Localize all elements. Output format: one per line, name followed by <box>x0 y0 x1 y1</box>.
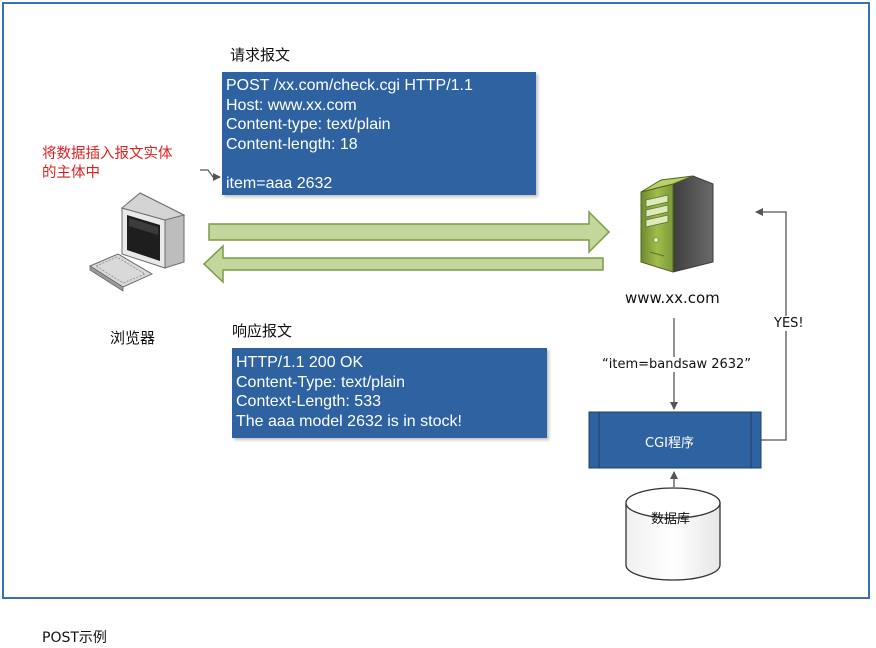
figure-caption: POST示例 <box>42 630 107 646</box>
annotation-line: 将数据插入报文实体 <box>42 146 173 162</box>
response-line: Context-Length: 533 <box>236 393 381 410</box>
request-line: Content-length: 18 <box>226 135 358 153</box>
response-line: Content-Type: text/plain <box>236 373 405 391</box>
response-message-box: HTTP/1.1 200 OK Content-Type: text/plain… <box>232 348 547 438</box>
response-line: HTTP/1.1 200 OK <box>236 354 364 371</box>
database-label: 数据库 <box>651 512 691 527</box>
computer-icon <box>88 192 186 292</box>
reply-label: YES! <box>772 316 806 331</box>
request-flow-arrow <box>208 210 611 254</box>
server-label: www.xx.com <box>625 289 720 307</box>
request-line: Content-type: text/plain <box>226 116 391 133</box>
request-line: item=aaa 2632 <box>226 174 333 192</box>
response-flow-arrow <box>202 244 604 284</box>
request-line: Host: www.xx.com <box>226 96 357 114</box>
annotation-text: 将数据插入报文实体 的主体中 <box>42 145 173 183</box>
cgi-box <box>588 411 762 469</box>
database-icon <box>625 487 721 581</box>
request-line: POST /xx.com/check.cgi HTTP/1.1 <box>226 77 473 94</box>
request-message-box: POST /xx.com/check.cgi HTTP/1.1 Host: ww… <box>222 72 536 195</box>
browser-label: 浏览器 <box>110 329 156 347</box>
query-label: “item=bandsaw 2632” <box>600 357 754 372</box>
server-icon <box>640 175 714 273</box>
request-title: 请求报文 <box>230 46 291 64</box>
annotation-line: 的主体中 <box>42 165 100 181</box>
cgi-label: CGI程序 <box>645 436 694 451</box>
response-line: The aaa model 2632 is in stock! <box>236 412 462 430</box>
annotation-leader <box>200 169 221 181</box>
response-title: 响应报文 <box>232 322 293 340</box>
